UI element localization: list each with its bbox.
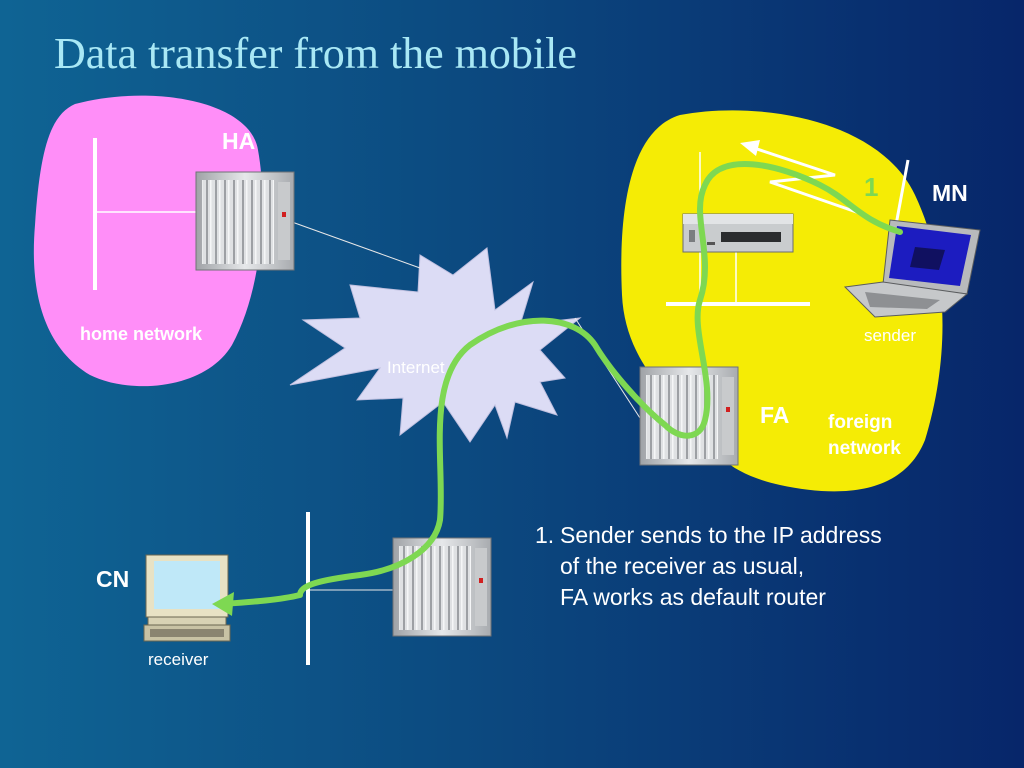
receiver-label: receiver	[148, 650, 209, 669]
foreign-network-label-line1: foreign	[828, 412, 893, 433]
step-note-line: Sender sends to the IP address	[560, 522, 882, 548]
home-network-area	[33, 95, 263, 387]
wireless-antenna	[894, 159, 910, 226]
foreign-network-label-line2: network	[828, 438, 901, 459]
laptop-icon	[843, 219, 981, 318]
ha-router-icon	[195, 171, 295, 271]
desktop-computer-icon	[143, 554, 231, 642]
fa-label: FA	[760, 402, 790, 428]
slide-title: Data transfer from the mobile	[54, 29, 577, 78]
step-note-line: FA works as default router	[560, 584, 826, 610]
cn-router-icon	[392, 537, 492, 637]
step-note-line: of the receiver as usual,	[560, 553, 805, 579]
step-note-text: Sender sends to the IP address of the re…	[560, 520, 882, 613]
data-path-arrowhead	[212, 592, 234, 616]
step-note-number: 1.	[535, 522, 555, 548]
wireless-arrow-head	[740, 140, 760, 156]
foreign-network-label: foreign network	[828, 410, 901, 462]
data-path-arrow	[219, 161, 903, 607]
internet-label: Internet	[387, 358, 445, 377]
link-ha-internet	[291, 221, 421, 269]
ha-label: HA	[222, 128, 256, 154]
home-network-label: home network	[80, 324, 203, 344]
cn-label: CN	[96, 566, 130, 592]
internet-cloud	[289, 247, 582, 443]
sender-label: sender	[864, 326, 916, 345]
step-badge: 1	[864, 172, 879, 202]
mn-label: MN	[932, 180, 968, 206]
